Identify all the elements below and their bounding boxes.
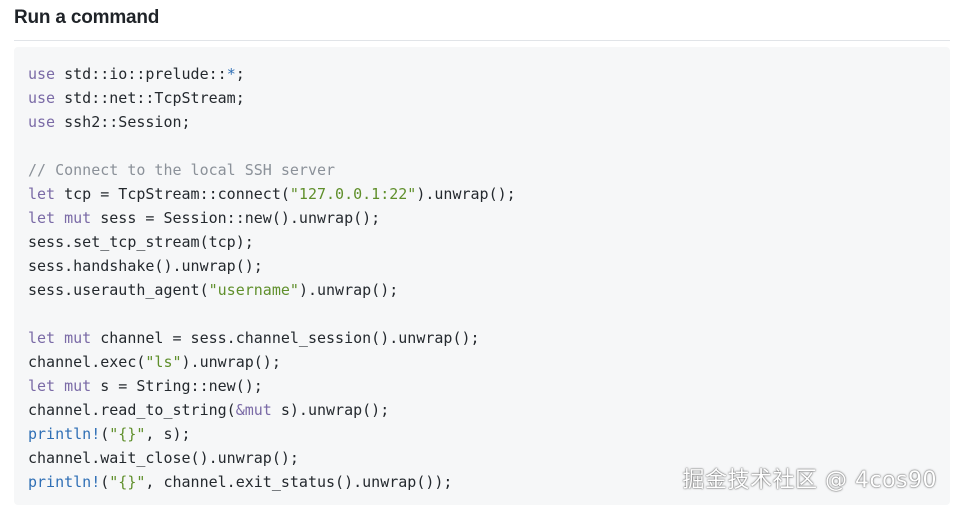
code-line: let mut s = String::new(); xyxy=(28,374,516,398)
code-line: let mut sess = Session::new().unwrap(); xyxy=(28,206,516,230)
code-line: let tcp = TcpStream::connect("127.0.0.1:… xyxy=(28,182,516,206)
code-token: channel.exec( xyxy=(28,353,146,371)
code-token: use xyxy=(28,89,56,107)
code-token: let xyxy=(28,209,56,227)
code-token: sess.set_tcp_stream(tcp); xyxy=(28,233,254,251)
code-line: channel.wait_close().unwrap(); xyxy=(28,446,516,470)
section-heading: Run a command xyxy=(14,7,160,28)
code-token: sess = Session::new().unwrap(); xyxy=(91,209,381,227)
code-line: println!("{}", s); xyxy=(28,422,516,446)
code-token: &mut xyxy=(235,401,272,419)
code-token: , channel.exit_status().unwrap()); xyxy=(145,473,453,491)
code-token: let xyxy=(28,377,56,395)
code-token xyxy=(55,377,64,395)
code-token: "{}" xyxy=(109,473,146,491)
code-token: let xyxy=(28,329,56,347)
code-line: let mut channel = sess.channel_session()… xyxy=(28,326,516,350)
code-line: println!("{}", channel.exit_status().unw… xyxy=(28,470,516,494)
code-token xyxy=(55,209,64,227)
code-token: * xyxy=(226,65,236,83)
code-token: ).unwrap(); xyxy=(298,281,399,299)
code-token: , s); xyxy=(145,425,191,443)
code-content: use std::io::prelude::*;use std::net::Tc… xyxy=(28,62,516,494)
code-line: use std::io::prelude::*; xyxy=(28,62,516,86)
code-token: tcp = TcpStream::connect( xyxy=(55,185,290,203)
code-line: use ssh2::Session; xyxy=(28,110,516,134)
code-token: sess.handshake().unwrap(); xyxy=(28,257,263,275)
code-line: // Connect to the local SSH server xyxy=(28,158,516,182)
code-token: let xyxy=(28,185,56,203)
code-token: ( xyxy=(100,425,110,443)
code-token: use xyxy=(28,113,56,131)
code-line: sess.userauth_agent("username").unwrap()… xyxy=(28,278,516,302)
code-token: sess.userauth_agent( xyxy=(28,281,209,299)
code-token: // Connect to the local SSH server xyxy=(28,161,336,179)
code-token: s).unwrap(); xyxy=(271,401,390,419)
code-line: channel.read_to_string(&mut s).unwrap(); xyxy=(28,398,516,422)
code-token: channel.wait_close().unwrap(); xyxy=(28,449,299,467)
code-block[interactable]: use std::io::prelude::*;use std::net::Tc… xyxy=(14,47,950,505)
code-token: "username" xyxy=(208,281,299,299)
code-token: println! xyxy=(28,425,101,443)
code-token: ).unwrap(); xyxy=(416,185,516,203)
code-token: ( xyxy=(100,473,110,491)
code-token: channel = sess.channel_session().unwrap(… xyxy=(91,329,480,347)
code-token: s = String::new(); xyxy=(91,377,263,395)
code-token: mut xyxy=(64,329,92,347)
code-token: mut xyxy=(64,377,92,395)
code-token: ; xyxy=(235,65,245,83)
code-line xyxy=(28,134,516,158)
code-line: channel.exec("ls").unwrap(); xyxy=(28,350,516,374)
code-token: channel.read_to_string( xyxy=(28,401,236,419)
code-token: use xyxy=(28,65,56,83)
watermark: 掘金技术社区 @ 4cos90 xyxy=(682,468,937,493)
code-token: "ls" xyxy=(145,353,182,371)
code-line: sess.handshake().unwrap(); xyxy=(28,254,516,278)
code-token: ).unwrap(); xyxy=(181,353,281,371)
heading-divider xyxy=(14,40,950,41)
code-token: std::net::TcpStream; xyxy=(55,89,245,107)
code-token xyxy=(55,329,64,347)
code-token: std::io::prelude:: xyxy=(55,65,227,83)
code-line xyxy=(28,302,516,326)
code-token: "{}" xyxy=(109,425,146,443)
code-token: println! xyxy=(28,473,101,491)
code-line: sess.set_tcp_stream(tcp); xyxy=(28,230,516,254)
code-token: ssh2::Session; xyxy=(55,113,191,131)
code-token: "127.0.0.1:22" xyxy=(289,185,417,203)
code-token: mut xyxy=(64,209,92,227)
code-line: use std::net::TcpStream; xyxy=(28,86,516,110)
